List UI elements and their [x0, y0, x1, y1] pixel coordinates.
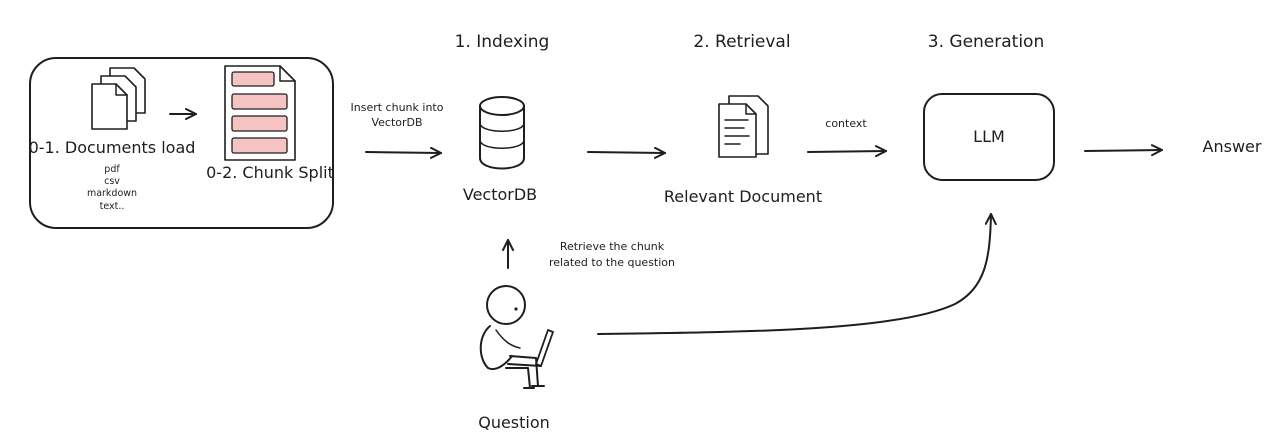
file-type-csv: csv — [104, 176, 120, 187]
stage-generation-title: 3. Generation — [928, 32, 1044, 52]
insert-label-line1: Insert chunk into — [351, 101, 444, 114]
chunk-split-label: 0-2. Chunk Split — [206, 163, 334, 182]
file-type-pdf: pdf — [104, 164, 120, 175]
insert-label-line2: VectorDB — [371, 116, 422, 129]
file-type-markdown: markdown — [87, 188, 137, 199]
context-label: context — [825, 117, 867, 130]
vectordb-label: VectorDB — [463, 185, 537, 204]
arrow-question-to-llm — [597, 213, 997, 335]
arrow-vectordb-to-document — [587, 146, 666, 159]
user-with-laptop-icon — [479, 285, 554, 389]
retrieve-label-line1: Retrieve the chunk — [560, 240, 665, 253]
relevant-document-icon — [718, 95, 769, 158]
relevant-document-label: Relevant Document — [664, 187, 822, 206]
retrieve-label-line2: related to the question — [549, 256, 675, 269]
chunked-document-icon — [224, 65, 296, 161]
documents-load-label: 0-1. Documents load — [29, 138, 196, 157]
vectordb-icon — [479, 96, 525, 170]
answer-label: Answer — [1203, 137, 1262, 156]
arrow-insert-into-vectordb — [365, 146, 442, 159]
preprocess-group-box — [29, 57, 334, 229]
stage-indexing-title: 1. Indexing — [455, 32, 550, 52]
question-label: Question — [478, 413, 550, 432]
stage-retrieval-title: 2. Retrieval — [693, 32, 790, 52]
llm-box — [923, 93, 1055, 181]
llm-label: LLM — [973, 127, 1005, 146]
arrow-context-to-llm — [807, 145, 887, 158]
file-type-text: text.. — [100, 201, 125, 212]
arrow-llm-to-answer — [1084, 144, 1163, 157]
documents-icon — [91, 67, 146, 130]
